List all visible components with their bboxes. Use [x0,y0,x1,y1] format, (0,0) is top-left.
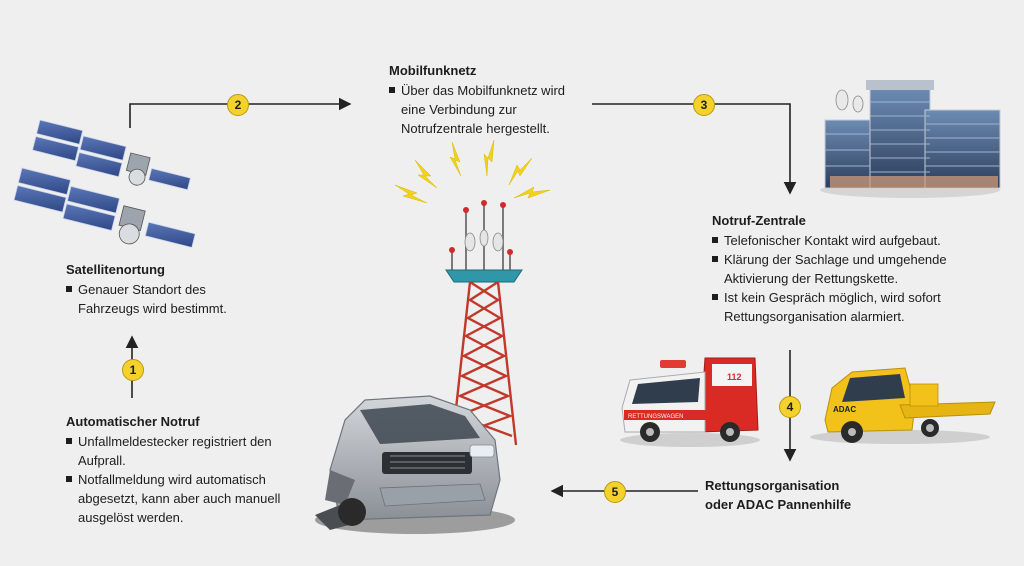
rescue-title-line-1: Rettungsorganisation [705,478,840,493]
tow-truck-icon [810,367,996,444]
center-bullet-1: Telefonischer Kontakt wird aufgebaut. [712,231,977,250]
center-step: Notruf-Zentrale Telefonischer Kontakt wi… [712,211,977,326]
office-building-icon [820,80,1001,198]
auto-call-bullet-1: Unfallmeldestecker registriert den Aufpr… [66,432,286,470]
center-title: Notruf-Zentrale [712,213,806,228]
satellite-icon [13,119,196,248]
network-title: Mobilfunknetz [389,63,477,78]
center-bullet-3: Ist kein Gespräch möglich, wird sofort R… [712,288,977,326]
step-badge-3: 3 [693,94,715,116]
auto-call-title: Automatischer Notruf [66,414,200,429]
ambulance-icon [620,357,760,447]
tow-truck-brand-label: ADAC [833,405,856,414]
auto-call-bullet-2: Notfallmeldung wird automatisch abgesetz… [66,470,286,527]
step-badge-5: 5 [604,481,626,503]
network-bullet: Über das Mobilfunknetz wird eine Verbind… [389,81,579,138]
ambulance-number-label: 112 [727,372,742,382]
rescue-title-line-2: oder ADAC Pannenhilfe [705,497,852,512]
step-badge-4: 4 [779,396,801,418]
center-bullet-2: Klärung der Sachlage und umgehende Aktiv… [712,250,977,288]
arrow-step-2 [129,97,352,128]
network-step: Mobilfunknetz Über das Mobilfunknetz wir… [389,61,579,138]
cell-tower-icon [394,139,551,446]
auto-call-step: Automatischer Notruf Unfallmeldestecker … [66,412,286,527]
satellite-step: Satellitenortung Genauer Standort des Fa… [66,260,246,318]
satellite-title: Satellitenortung [66,262,165,277]
step-badge-1: 1 [122,359,144,381]
step-badge-2: 2 [227,94,249,116]
crashed-car-icon [315,395,515,534]
satellite-bullet: Genauer Standort des Fahrzeugs wird best… [66,280,246,318]
rescue-step: Rettungsorganisation oder ADAC Pannenhil… [705,476,905,514]
arrow-step-3 [592,103,797,195]
ambulance-text-label: RETTUNGSWAGEN [628,414,683,420]
